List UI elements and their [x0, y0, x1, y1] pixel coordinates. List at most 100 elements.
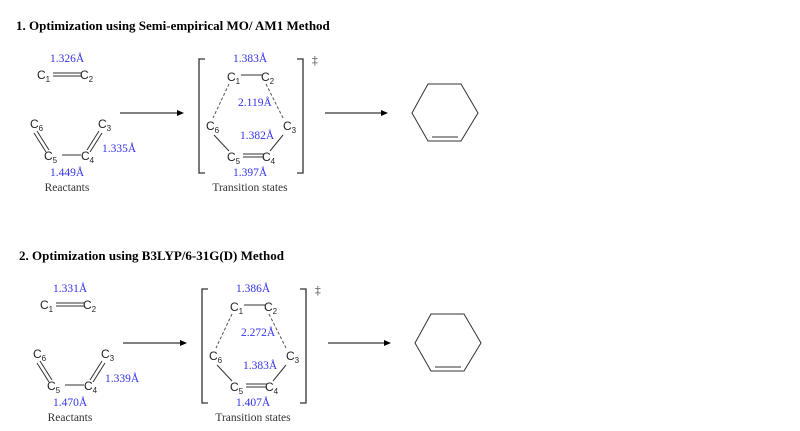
atom-c1: C1: [227, 70, 241, 86]
atom-c5: C5: [44, 149, 58, 165]
atom-symbol: C: [264, 300, 273, 314]
bond: [216, 364, 233, 382]
left-bracket: [201, 288, 208, 404]
ts-bond-length-c1c2: 1.383Å: [233, 51, 268, 65]
atom-c5: C5: [227, 150, 241, 166]
atom-subscript: 4: [90, 156, 95, 165]
cyclohexene-ring: [411, 83, 479, 142]
reaction-arrow: [328, 340, 391, 346]
atom-subscript: 4: [93, 386, 98, 395]
atom-subscript: 1: [239, 307, 244, 316]
atom-subscript: 1: [49, 305, 54, 314]
bond: [89, 132, 103, 153]
bond: [39, 360, 53, 381]
atom-symbol: C: [81, 149, 90, 163]
arrow-head: [177, 110, 184, 116]
bond-length-c3c4: 1.335Å: [102, 141, 137, 155]
product-cyclohexene: [414, 313, 482, 372]
atom-subscript: 3: [107, 124, 112, 133]
atom-c2: C2: [261, 70, 275, 86]
bond-length-c3c4: 1.339Å: [105, 371, 140, 385]
bond: [36, 130, 50, 151]
atom-c6: C6: [206, 119, 220, 135]
atom-symbol: C: [40, 298, 49, 312]
atom-subscript: 4: [274, 387, 279, 396]
product-cyclohexene: [411, 83, 479, 142]
atom-symbol: C: [44, 149, 53, 163]
atom-subscript: 1: [46, 75, 51, 84]
atom-c1: C1: [230, 300, 244, 316]
atom-c4: C4: [262, 150, 276, 166]
atom-c2: C2: [80, 68, 94, 84]
atom-symbol: C: [230, 300, 239, 314]
atom-c6: C6: [209, 349, 223, 365]
right-bracket: [297, 58, 304, 174]
atom-symbol: C: [47, 379, 56, 393]
ts-bond-length-c3c4: 1.382Å: [240, 128, 275, 142]
atom-symbol: C: [227, 70, 236, 84]
atom-subscript: 4: [271, 157, 276, 166]
atom-symbol: C: [283, 119, 292, 133]
reaction-arrow: [123, 340, 187, 346]
atom-subscript: 5: [53, 156, 58, 165]
forming-bond: [212, 83, 230, 119]
bond: [33, 132, 47, 153]
bond: [92, 362, 106, 383]
section-1: 1. Optimization using Semi-empirical MO/…: [16, 18, 479, 194]
atom-c3: C3: [101, 347, 115, 363]
atom-c4: C4: [81, 149, 95, 165]
ts-caption: Transition states: [212, 182, 288, 194]
atom-symbol: C: [98, 117, 107, 131]
ts-forming-bond-length: 2.119Å: [238, 95, 272, 109]
atom-subscript: 2: [92, 305, 97, 314]
atom-c5: C5: [47, 379, 61, 395]
atom-subscript: 3: [292, 126, 297, 135]
atom-symbol: C: [84, 379, 93, 393]
left-bracket: [198, 58, 205, 174]
atom-symbol: C: [230, 380, 239, 394]
atom-subscript: 5: [56, 386, 61, 395]
atom-subscript: 5: [239, 387, 244, 396]
atom-symbol: C: [101, 347, 110, 361]
bond: [213, 134, 230, 152]
reaction-arrow: [120, 110, 184, 116]
atom-c1: C1: [40, 298, 54, 314]
atom-c3: C3: [283, 119, 297, 135]
bond: [36, 362, 50, 383]
bond: [89, 360, 103, 381]
section-2: 2. Optimization using B3LYP/6-31G(D) Met…: [19, 248, 482, 424]
bond-length-c1c2: 1.331Å: [53, 281, 88, 295]
atom-c3: C3: [98, 117, 112, 133]
ts-bond-length-c1c2: 1.386Å: [236, 281, 271, 295]
atom-subscript: 3: [110, 354, 115, 363]
ts-bond-length-c3c4: 1.383Å: [243, 358, 278, 372]
bond: [272, 364, 287, 382]
atom-symbol: C: [262, 150, 271, 164]
bond-length-c4c5: 1.470Å: [53, 395, 88, 409]
section-title: 1. Optimization using Semi-empirical MO/…: [16, 18, 331, 33]
atom-c6: C6: [30, 117, 44, 133]
atom-c2: C2: [83, 298, 97, 314]
reaction-arrow: [325, 110, 388, 116]
atom-symbol: C: [209, 349, 218, 363]
atom-c2: C2: [264, 300, 278, 316]
bond: [269, 134, 284, 152]
forming-bond: [215, 313, 233, 349]
atom-subscript: 2: [270, 77, 275, 86]
atom-subscript: 6: [39, 124, 44, 133]
atom-subscript: 5: [236, 157, 241, 166]
atom-symbol: C: [80, 68, 89, 82]
ts-caption: Transition states: [215, 412, 291, 424]
atom-subscript: 6: [215, 126, 220, 135]
bond-length-c4c5: 1.449Å: [50, 165, 85, 179]
double-dagger-mark: ‡: [312, 55, 318, 67]
cyclohexene-ring: [414, 313, 482, 372]
arrow-head: [384, 340, 391, 346]
atom-symbol: C: [37, 68, 46, 82]
reactants-caption: Reactants: [48, 412, 93, 424]
atom-c4: C4: [265, 380, 279, 396]
